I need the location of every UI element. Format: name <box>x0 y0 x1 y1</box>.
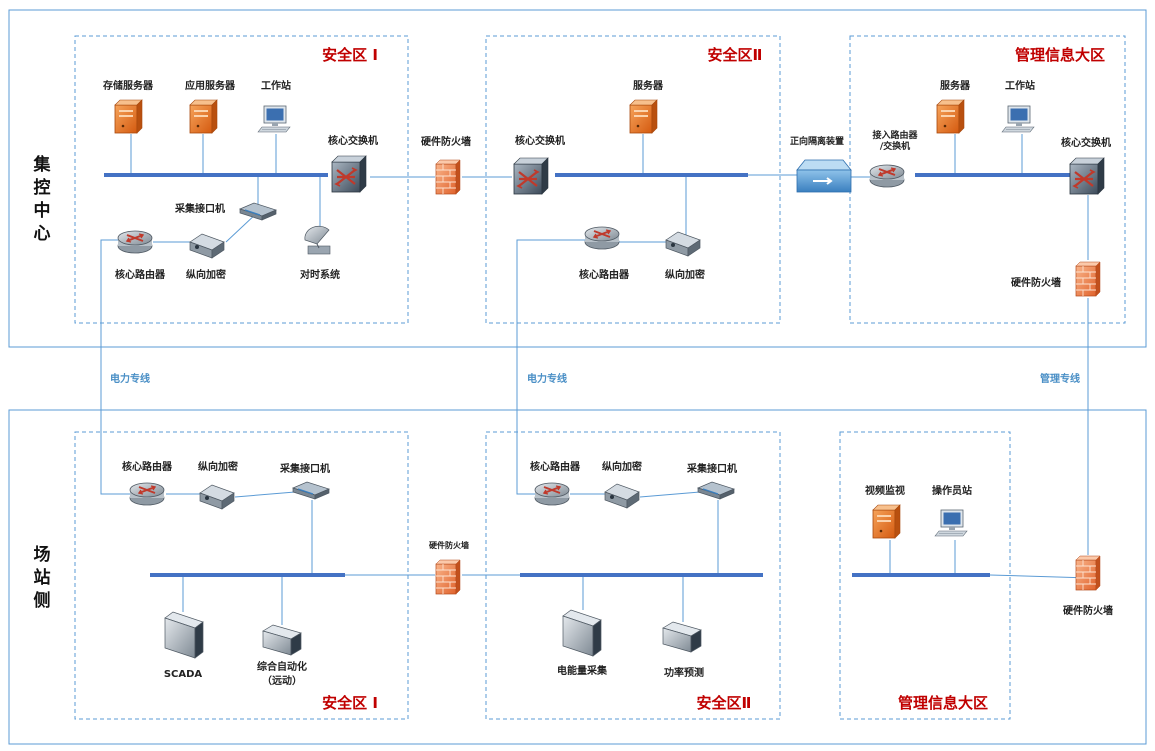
panel-station-side <box>8 409 1147 745</box>
power-line-label-2: 电力专线 <box>527 372 567 385</box>
collector-icon[interactable] <box>292 481 330 500</box>
firewall-icon[interactable] <box>435 159 461 195</box>
power-forecast-icon[interactable] <box>662 621 702 653</box>
side-label-top-1: 集 <box>33 154 52 175</box>
app-server-icon[interactable] <box>189 99 218 134</box>
label-core-switch: 核心交换机 <box>328 134 378 147</box>
zone-title-top-2: 安全区Ⅱ <box>708 46 763 64</box>
label-workstation: 工作站 <box>261 79 291 92</box>
label-operator-station: 操作员站 <box>932 484 972 497</box>
label-telecontrol: （远动） <box>262 674 302 687</box>
core-router-icon[interactable] <box>534 482 570 506</box>
workstation-icon[interactable] <box>257 105 291 133</box>
mgmt-line-label: 管理专线 <box>1040 372 1080 385</box>
zone-title-bottom-2: 安全区Ⅱ <box>697 694 752 712</box>
workstation-icon[interactable] <box>1001 105 1035 133</box>
label-vertical-encryption: 纵向加密 <box>665 268 705 281</box>
time-sync-icon[interactable] <box>304 225 331 255</box>
side-label-top-2: 控 <box>34 177 51 198</box>
label-vertical-encryption: 纵向加密 <box>602 460 642 473</box>
label-vertical-encryption: 纵向加密 <box>198 460 238 473</box>
label-workstation: 工作站 <box>1005 79 1035 92</box>
vertical-encryption-icon[interactable] <box>189 233 225 259</box>
label-collector: 采集接口机 <box>686 462 737 475</box>
access-router-icon[interactable] <box>869 164 905 188</box>
collector-icon[interactable] <box>697 481 735 500</box>
zone-top-security-2 <box>485 35 781 324</box>
vertical-encryption-icon[interactable] <box>665 231 701 257</box>
video-monitor-icon[interactable] <box>872 504 901 539</box>
integrated-automation-icon[interactable] <box>262 624 302 656</box>
core-router-icon[interactable] <box>584 226 620 250</box>
core-switch-icon[interactable] <box>512 156 550 196</box>
label-server: 服务器 <box>940 79 971 92</box>
label-scada: SCADA <box>164 669 203 680</box>
label-collector: 采集接口机 <box>174 202 225 215</box>
label-isolation-device: 正向隔离装置 <box>790 135 844 147</box>
label-firewall: 硬件防火墙 <box>1063 604 1113 617</box>
label-time-sync: 对时系统 <box>300 268 340 281</box>
label-firewall: 硬件防火墙 <box>1011 276 1061 289</box>
side-label-bottom-2: 站 <box>34 567 51 588</box>
collector-icon[interactable] <box>239 202 277 221</box>
label-server: 服务器 <box>633 79 664 92</box>
zone-title-bottom-1: 安全区 I <box>322 694 378 712</box>
label-core-router: 核心路由器 <box>579 268 630 281</box>
zone-top-security-1 <box>74 35 409 324</box>
energy-collection-icon[interactable] <box>562 609 602 657</box>
scada-server-icon[interactable] <box>164 611 204 659</box>
label-access-switch: /交换机 <box>880 140 910 152</box>
label-vertical-encryption: 纵向加密 <box>186 268 226 281</box>
label-collector: 采集接口机 <box>279 462 330 475</box>
operator-station-icon[interactable] <box>934 509 968 537</box>
server-icon[interactable] <box>629 99 658 134</box>
label-core-router: 核心路由器 <box>530 460 581 473</box>
core-switch-icon[interactable] <box>330 154 368 194</box>
panel-control-center <box>8 9 1147 348</box>
side-label-bottom-3: 侧 <box>34 590 51 611</box>
zone-title-top-1: 安全区 I <box>322 46 378 64</box>
storage-server-icon[interactable] <box>114 99 143 134</box>
label-power-forecast: 功率预测 <box>664 666 704 679</box>
core-switch-icon[interactable] <box>1068 156 1106 196</box>
isolation-device-icon[interactable] <box>796 159 852 193</box>
label-app-server: 应用服务器 <box>185 79 236 92</box>
label-firewall: 硬件防火墙 <box>421 135 471 148</box>
vertical-encryption-icon[interactable] <box>604 483 640 509</box>
label-core-switch: 核心交换机 <box>1061 136 1111 149</box>
firewall-icon[interactable] <box>1075 555 1101 591</box>
label-storage-server: 存储服务器 <box>103 79 154 92</box>
zone-title-bottom-3: 管理信息大区 <box>898 694 988 712</box>
firewall-icon[interactable] <box>1075 261 1101 297</box>
core-router-icon[interactable] <box>117 230 153 254</box>
label-integrated-automation: 综合自动化 <box>257 660 307 673</box>
side-label-top-3: 中 <box>34 200 51 221</box>
label-core-router: 核心路由器 <box>122 460 173 473</box>
label-firewall: 硬件防火墙 <box>429 540 469 550</box>
label-core-switch: 核心交换机 <box>515 134 565 147</box>
vertical-encryption-icon[interactable] <box>199 484 235 510</box>
label-access-router: 接入路由器 <box>872 129 918 141</box>
server-icon[interactable] <box>936 99 965 134</box>
zone-title-top-3: 管理信息大区 <box>1015 46 1105 64</box>
side-label-bottom-1: 场 <box>34 545 51 565</box>
label-energy-collection: 电能量采集 <box>557 664 608 677</box>
label-core-router: 核心路由器 <box>115 268 166 281</box>
label-video-monitor: 视频监视 <box>865 484 905 497</box>
zone-bottom-mgmt <box>839 431 1011 720</box>
side-label-top-4: 心 <box>34 224 51 244</box>
power-line-label-1: 电力专线 <box>110 372 150 385</box>
firewall-icon[interactable] <box>435 559 461 595</box>
core-router-icon[interactable] <box>129 482 165 506</box>
